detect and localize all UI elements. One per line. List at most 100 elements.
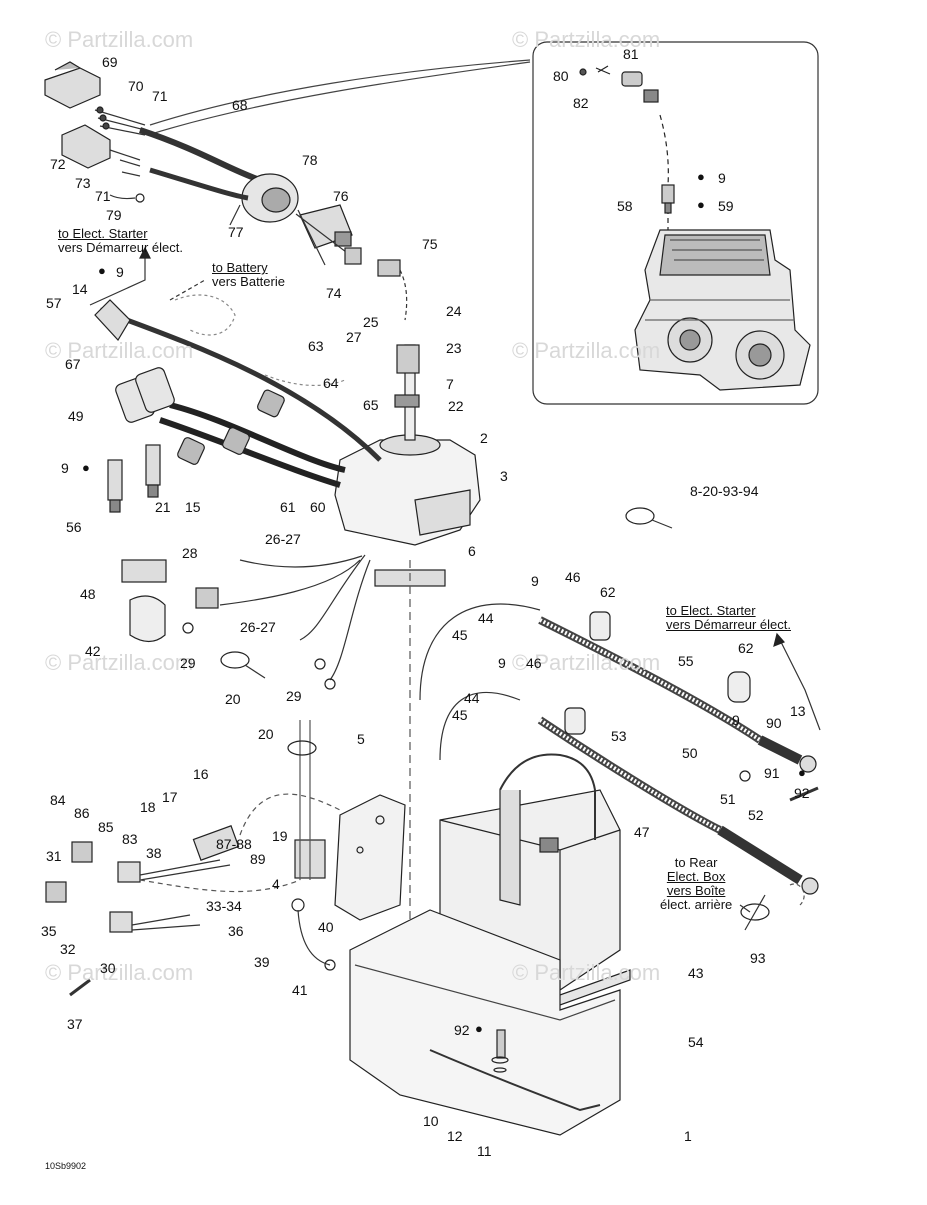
battery-box-1 [349,909,621,1136]
cable-50 [439,691,819,895]
watermark: © Partzilla.com [512,960,661,985]
watermark: © Partzilla.com [512,650,661,675]
part-label: 73 [75,175,91,191]
relay-16 [192,825,240,861]
part-label: 47 [634,824,650,840]
note-line: to Battery [212,260,268,275]
part-label: 56 [66,519,82,535]
part-label: 6 [468,543,476,559]
note-line: to Elect. Starter [666,603,756,618]
tie-20 [220,651,250,669]
part-label: 26-27 [240,619,276,635]
part-label: 59 [718,198,734,214]
part-label: 91 [764,765,780,781]
part-label: 2 [480,430,488,446]
connector-76 [299,204,353,249]
part-label: 64 [323,375,339,391]
part-label: 39 [254,954,270,970]
part-label: 75 [422,236,438,252]
connector-75 [377,259,401,277]
part-label: 87-88 [216,836,252,852]
watermark: © Partzilla.com [512,338,661,363]
note-line: to Rear [674,855,718,870]
note-rear-box: to Rear Elect. Box vers Boîte élect. arr… [660,856,732,912]
part-label: 45 [452,627,468,643]
part-label: 65 [363,397,379,413]
part-label: 46 [565,569,581,585]
part-label: 16 [193,766,209,782]
connector-84 [71,841,93,863]
part-label: 43 [688,965,704,981]
lubricant-drop-icon: ● [697,169,705,184]
part-label: 14 [72,281,88,297]
part-label: 5 [357,731,365,747]
part-label: 61 [280,499,296,515]
part-label: 77 [228,224,244,240]
clamp-42 [129,595,166,643]
part-label: 9 [116,264,124,280]
lubricant-drop-icon: ● [798,765,806,780]
connector-72 [61,124,141,169]
part-label: 29 [286,688,302,704]
lubricant-drop-icon: ● [475,1021,483,1036]
connector-69 [44,61,101,109]
note-line: vers Boîte [666,883,726,898]
part-label: 92 [454,1022,470,1038]
electrical-box-5 [334,794,406,921]
part-label: 22 [448,398,464,414]
connector-80-82 [579,65,659,103]
part-label: 62 [738,640,754,656]
part-label: 33-34 [206,898,242,914]
cable-55 [419,603,817,773]
part-label: 15 [185,499,201,515]
note-starter-right: to Elect. Starter vers Démarreur élect. [666,604,791,632]
diagram-code: 10Sb9902 [45,1161,87,1171]
part-label: 70 [128,78,144,94]
part-label: 86 [74,805,90,821]
part-label: 84 [50,792,66,808]
lubricant-drop-icon: ● [82,460,90,475]
part-label: 78 [302,152,318,168]
part-label: 12 [447,1128,463,1144]
part-label: 20 [258,726,274,742]
part-label: 80 [553,68,569,84]
part-label: 50 [682,745,698,761]
part-label: 54 [688,1034,704,1050]
part-label: 42 [85,643,101,659]
part-label: 60 [310,499,326,515]
part-label: 24 [446,303,462,319]
part-label: 82 [573,95,589,111]
part-label: 3 [500,468,508,484]
lubricant-drop-icon: ● [98,263,106,278]
part-label: 10 [423,1113,439,1129]
connector-30 [109,911,133,933]
part-label: 36 [228,923,244,939]
part-label: 13 [790,703,806,719]
part-label: 37 [67,1016,83,1032]
part-label: 63 [308,338,324,354]
part-label: 35 [41,923,57,939]
part-label: 51 [720,791,736,807]
part-label: 26-27 [265,531,301,547]
part-label: 7 [446,376,454,392]
engine-inset-frame [532,41,819,405]
lubricant-drop-icon: ● [697,197,705,212]
part-label: 85 [98,819,114,835]
note-line: Elect. Box [666,869,726,884]
part-label: 79 [106,207,122,223]
part-label: 1 [684,1128,692,1144]
part-label: 18 [140,799,156,815]
part-label: 29 [180,655,196,671]
part-label: 27 [346,329,362,345]
part-label: 76 [333,188,349,204]
part-label: 21 [155,499,171,515]
part-label: 9 [718,170,726,186]
part-label: 17 [162,789,178,805]
watermark: © Partzilla.com [45,338,194,363]
part-label: 53 [611,728,627,744]
part-label: 69 [102,54,118,70]
part-label: 9 [498,655,506,671]
part-label: 67 [65,356,81,372]
part-label: 58 [617,198,633,214]
